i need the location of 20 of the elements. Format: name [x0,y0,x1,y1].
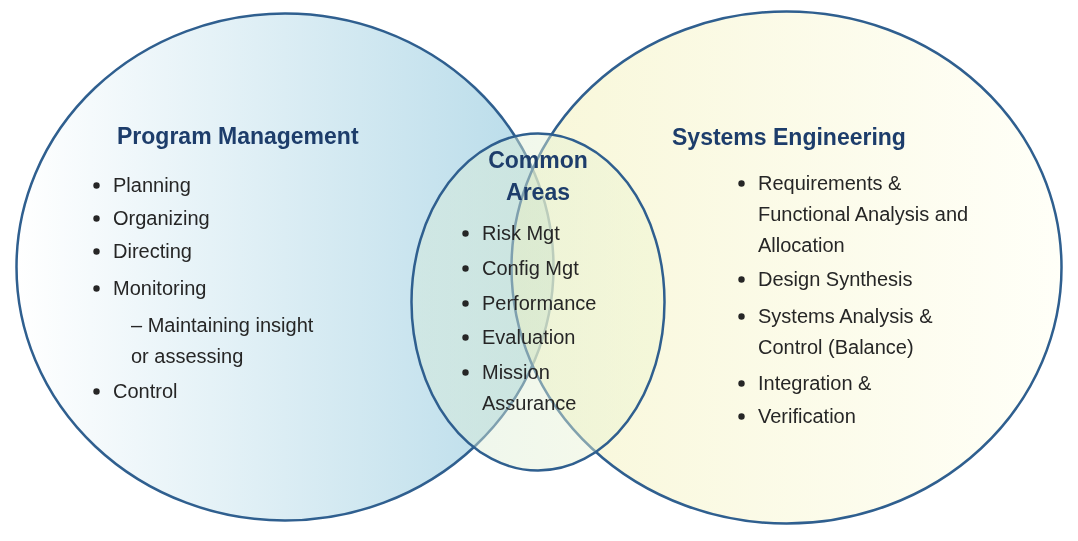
list-item: Organizing [113,206,211,231]
list-item: Design Synthesis [758,267,914,292]
venn-ellipse [410,132,666,472]
list-item: Requirements & Functional Analysis and Allocation [758,171,970,258]
list-item: Performance [482,291,598,316]
heading: Program Management [117,122,360,151]
heading: Systems Engineering [672,123,907,152]
list-item: – Maintaining insight or assessing [131,313,315,369]
list-item: Mission Assurance [482,360,578,416]
list-item: Planning [113,173,192,198]
list-item: Systems Analysis & Control (Balance) [758,304,934,360]
list-item: Integration & [758,371,873,396]
list-item: Config Mgt [482,256,580,281]
list-item: Evaluation [482,325,577,350]
list-item: Directing [113,239,193,264]
list-item: Verification [758,404,857,429]
heading: Common Areas [487,146,589,207]
list-item: Monitoring [113,276,208,301]
list-item: Risk Mgt [482,221,561,246]
list-item: Control [113,379,179,404]
